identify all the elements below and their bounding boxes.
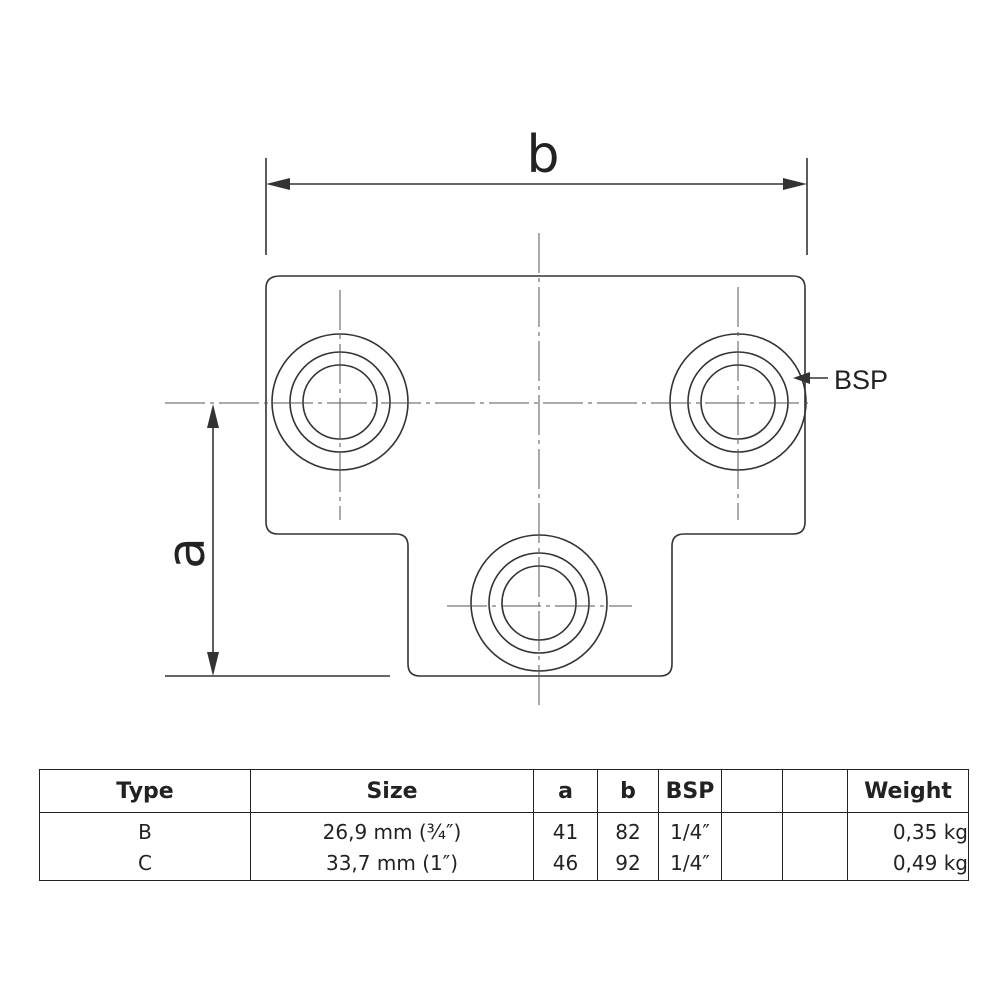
cell-weight: 0,35 kg [847, 812, 969, 850]
header-b: b [597, 769, 659, 813]
header-a: a [533, 769, 598, 813]
dimension-label-a: a [157, 537, 217, 569]
technical-drawing: b a BSP [157, 125, 888, 705]
cell-empty-1 [721, 812, 783, 850]
cell-a: 41 [533, 812, 598, 850]
specification-table: Type Size a b BSP Weight B 26,9 mm (¾″) … [39, 769, 969, 881]
table-row: C 33,7 mm (1″) 46 92 1/4″ 0,49 kg [39, 849, 969, 881]
header-size: Size [250, 769, 534, 813]
arrowhead-a-top [207, 404, 219, 428]
cell-weight: 0,49 kg [847, 849, 969, 881]
header-empty-2 [782, 769, 848, 813]
bsp-callout-label: BSP [834, 365, 888, 395]
arrowhead-a-bottom [207, 652, 219, 676]
table-header-row: Type Size a b BSP Weight [39, 769, 969, 813]
header-empty-1 [721, 769, 783, 813]
cell-empty-1 [721, 849, 783, 881]
arrowhead-bsp [793, 372, 810, 384]
cell-type: B [39, 812, 251, 850]
cell-b: 92 [597, 849, 659, 881]
dimension-label-b: b [526, 125, 559, 185]
fitting-outline [265, 275, 806, 677]
cell-a: 46 [533, 849, 598, 881]
header-type: Type [39, 769, 251, 813]
cell-bsp: 1/4″ [658, 812, 722, 850]
arrowhead-b-left [266, 178, 290, 190]
header-bsp: BSP [658, 769, 722, 813]
bottom-socket-mid [488, 552, 590, 654]
header-weight: Weight [847, 769, 969, 813]
cell-empty-2 [782, 849, 848, 881]
cell-b: 82 [597, 812, 659, 850]
cell-size: 33,7 mm (1″) [250, 849, 534, 881]
cell-type: C [39, 849, 251, 881]
table-row: B 26,9 mm (¾″) 41 82 1/4″ 0,35 kg [39, 812, 969, 850]
cell-bsp: 1/4″ [658, 849, 722, 881]
cell-size: 26,9 mm (¾″) [250, 812, 534, 850]
cell-empty-2 [782, 812, 848, 850]
arrowhead-b-right [783, 178, 807, 190]
